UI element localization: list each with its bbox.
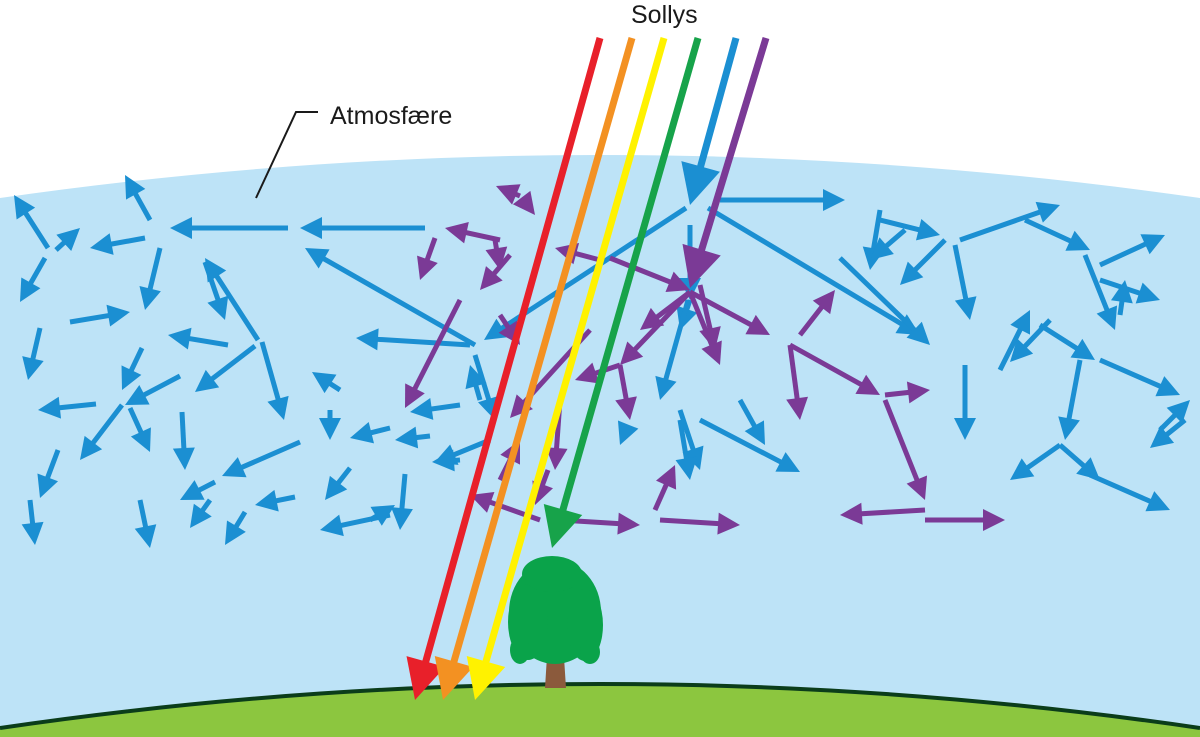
violet-scatter-arrow-3 — [445, 221, 501, 244]
blue-scatter-arrow-16 — [121, 346, 145, 390]
sunlight-ray-blue — [681, 37, 740, 205]
blue-scatter-arrow-32 — [325, 466, 352, 500]
blue-scatter-arrow-4 — [125, 175, 153, 222]
blue-scatter-arrow-71 — [1010, 442, 1062, 480]
sunlight-ray-yellow — [466, 37, 668, 700]
blue-scatter-arrow-66 — [997, 310, 1030, 372]
violet-scatter-arrow-21 — [882, 399, 928, 500]
blue-scatter-arrow-77 — [1110, 280, 1133, 316]
blue-scatter-arrow-76 — [838, 256, 930, 345]
sunlight-label: Sollys — [631, 1, 698, 29]
blue-scatter-arrow-61 — [1098, 234, 1165, 268]
blue-scatter-arrow-48 — [720, 189, 845, 211]
atmosphere-label: Atmosfære — [330, 102, 452, 130]
blue-scatter-arrow-65 — [870, 228, 907, 260]
blue-scatter-arrow-73 — [1088, 472, 1170, 512]
violet-scatter-arrow-1 — [496, 184, 521, 205]
violet-scatter-arrow-7 — [405, 298, 463, 408]
sunlight-ray-red — [406, 37, 604, 700]
sunlight-ray-green — [543, 37, 702, 548]
violet-scatter-arrow-24 — [798, 290, 835, 337]
sunlight-ray-orange — [434, 37, 636, 700]
blue-scatter-arrow-6 — [139, 247, 163, 310]
blue-scatter-arrow-78 — [1150, 418, 1187, 448]
blue-scatter-arrow-1 — [14, 195, 51, 250]
violet-scatter-arrow-5 — [480, 253, 512, 290]
violet-scatter-arrow-30 — [652, 465, 677, 512]
blue-scatter-arrow-24 — [37, 449, 61, 498]
sunlight-ray-violet — [682, 36, 770, 288]
blue-scatter-arrow-51 — [617, 420, 639, 445]
blue-scatter-arrow-8 — [69, 304, 130, 327]
violet-scatter-arrow-2 — [512, 190, 535, 215]
violet-scatter-arrow-14 — [697, 284, 721, 350]
blue-scatter-arrow-18 — [259, 341, 289, 420]
blue-scatter-arrow-13 — [305, 248, 477, 348]
blue-scatter-arrow-70 — [1058, 359, 1083, 440]
blue-scatter-arrow-74 — [1158, 400, 1190, 432]
blue-scatter-arrow-53 — [675, 419, 698, 480]
blue-scatter-arrow-34 — [312, 372, 342, 394]
blue-scatter-arrow-15 — [168, 327, 229, 350]
blue-scatter-arrow-19 — [38, 396, 97, 419]
sunlight-rays — [406, 36, 770, 700]
violet-scatter-arrow-15 — [620, 290, 692, 365]
ground-edge — [0, 682, 1200, 730]
blue-scatter-arrow-22 — [172, 411, 195, 470]
blue-scatter-arrow-50 — [655, 299, 691, 400]
blue-scatter-arrow-41 — [391, 473, 413, 530]
blue-scatter-arrow-7 — [22, 327, 44, 380]
blue-scatter-arrow-43 — [368, 505, 395, 526]
blue-scatter-arrow-64 — [900, 238, 947, 285]
blue-scatter-arrow-31 — [222, 439, 301, 478]
blue-scatter-arrow-33 — [319, 410, 341, 440]
blue-scatter-arrow-69 — [1098, 357, 1180, 397]
blue-scatter-arrow-27 — [180, 479, 217, 500]
violet-scatter-arrow-10 — [609, 255, 690, 293]
blue-scatter-arrow-17 — [195, 344, 257, 392]
blue-scatter-arrow-28 — [190, 498, 213, 528]
violet-scatter-arrow-23 — [925, 509, 1005, 531]
blue-scatter-arrow-68 — [1038, 322, 1095, 360]
ground — [0, 684, 1200, 737]
blue-scatter-arrow-10 — [300, 217, 425, 239]
blue-scatter-arrow-5 — [90, 233, 146, 255]
violet-scatter-arrow-16 — [615, 364, 637, 420]
blue-scatter-arrow-12 — [205, 258, 261, 342]
blue-scatter-arrow-20 — [80, 403, 124, 460]
blue-scatter-arrows — [14, 175, 1190, 548]
blue-scatter-arrow-63 — [952, 244, 977, 320]
blue-scatter-arrow-54 — [698, 417, 800, 472]
atmosphere-layer — [0, 155, 1200, 737]
blue-scatter-arrow-44 — [432, 449, 461, 472]
blue-scatter-arrow-29 — [225, 510, 248, 545]
blue-scatter-arrow-55 — [737, 398, 765, 445]
blue-scatter-arrow-56 — [879, 217, 940, 241]
blue-scatter-arrow-26 — [134, 499, 157, 548]
blue-scatter-arrow-14 — [356, 328, 471, 351]
blue-scatter-arrow-35 — [350, 421, 391, 444]
blue-scatter-arrow-60 — [1082, 254, 1118, 330]
blue-scatter-arrow-38 — [410, 398, 461, 420]
blue-scatter-arrow-23 — [127, 406, 151, 452]
blue-scatter-arrow-36 — [395, 426, 431, 449]
violet-scatter-arrow-20 — [884, 381, 930, 404]
blue-scatter-arrow-59 — [1023, 217, 1090, 251]
violet-scatter-arrow-29 — [659, 512, 740, 535]
blue-scatter-arrow-75 — [954, 365, 976, 440]
blue-scatter-arrow-58 — [959, 201, 1060, 243]
blue-scatter-arrow-30 — [255, 489, 296, 512]
violet-scatter-arrow-22 — [840, 502, 926, 525]
atmosphere-pointer — [255, 111, 318, 199]
tree-icon — [508, 556, 603, 688]
blue-scatter-arrow-9 — [170, 217, 288, 239]
blue-scatter-arrow-21 — [125, 373, 182, 405]
violet-scatter-arrow-18 — [786, 344, 808, 420]
violet-scatter-arrow-19 — [788, 342, 880, 395]
blue-scatter-arrow-2 — [54, 228, 80, 252]
blue-scatter-arrow-25 — [21, 499, 44, 545]
violet-scatter-arrow-6 — [417, 237, 438, 280]
blue-scatter-arrow-3 — [20, 256, 48, 302]
